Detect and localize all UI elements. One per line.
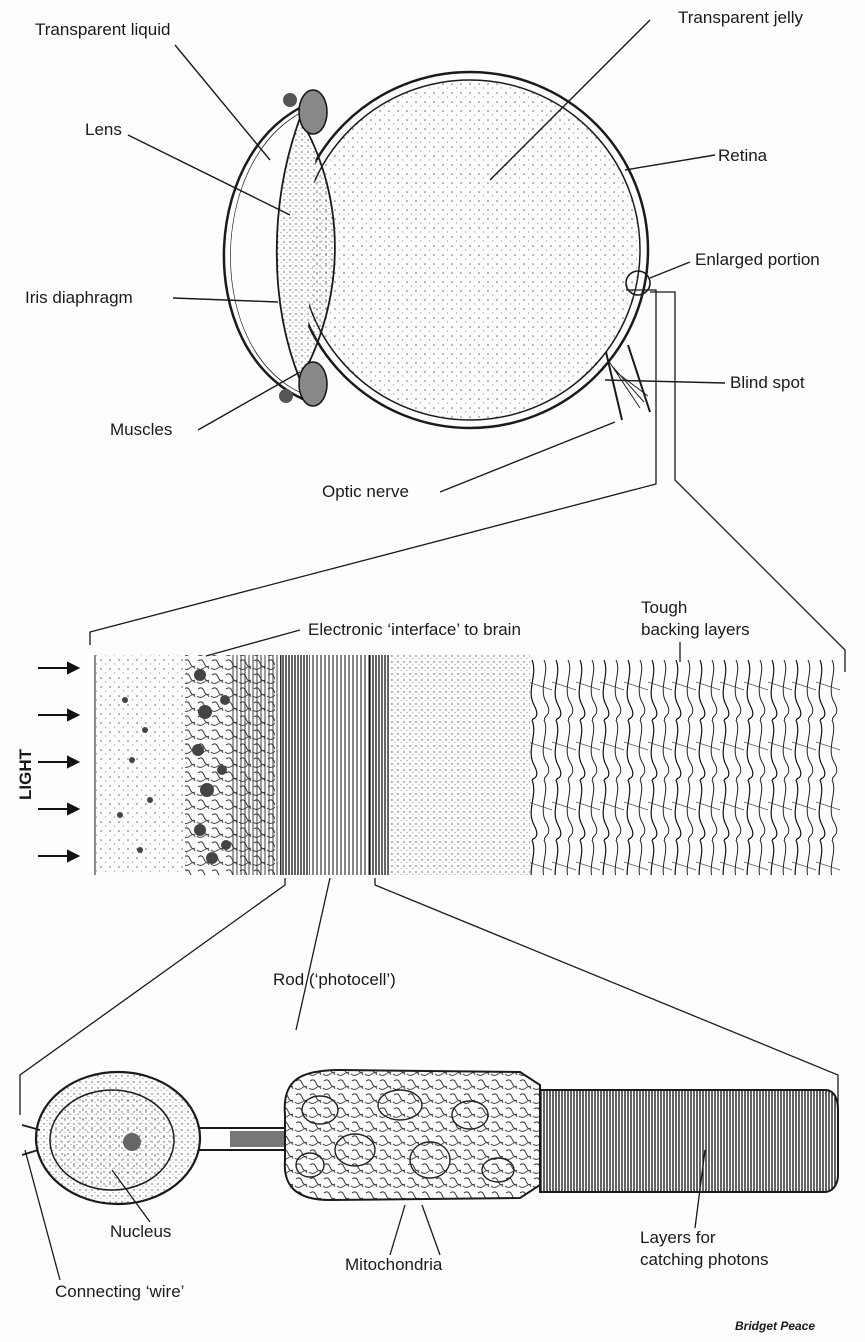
label-nucleus: Nucleus (110, 1222, 171, 1242)
label-muscles: Muscles (110, 420, 172, 440)
label-blind-spot: Blind spot (730, 373, 805, 393)
retina-section (95, 655, 840, 875)
label-tough-line2: backing layers (641, 620, 750, 640)
eye-cross-section (224, 72, 650, 428)
label-retina: Retina (718, 146, 767, 166)
credit: Bridget Peace (735, 1316, 815, 1336)
label-enlarged-portion: Enlarged portion (695, 250, 820, 270)
label-light: LIGHT (16, 749, 36, 800)
label-connecting-wire: Connecting ‘wire’ (55, 1282, 184, 1302)
label-tough-line1: Tough (641, 598, 687, 618)
label-transparent-liquid: Transparent liquid (35, 20, 170, 40)
label-iris-diaphragm: Iris diaphragm (25, 288, 133, 308)
label-optic-nerve: Optic nerve (322, 482, 409, 502)
label-mitochondria: Mitochondria (345, 1255, 442, 1275)
label-lens: Lens (85, 120, 122, 140)
rod-cell (22, 1070, 838, 1204)
label-layers-line2: catching photons (640, 1250, 769, 1270)
label-rod: Rod (‘photocell’) (273, 970, 396, 990)
label-layers-line1: Layers for (640, 1228, 716, 1248)
label-transparent-jelly: Transparent jelly (678, 8, 803, 28)
light-arrows (38, 663, 78, 861)
label-interface: Electronic ‘interface’ to brain (308, 620, 521, 640)
